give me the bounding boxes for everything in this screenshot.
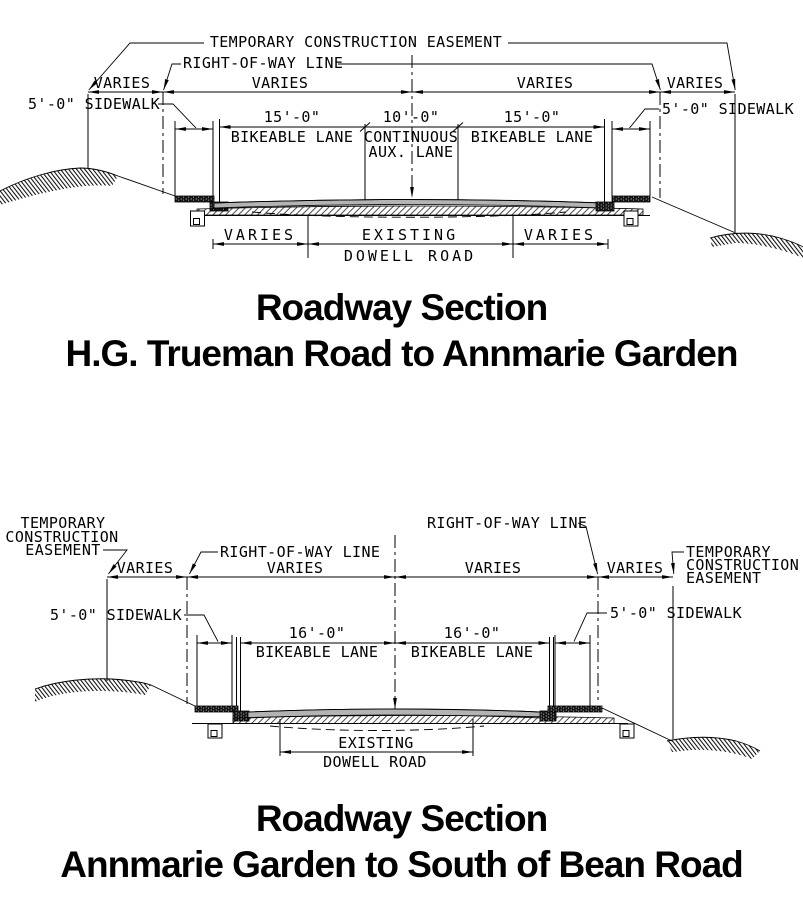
label-sidewalk-left: 5'-0" SIDEWALK — [50, 606, 182, 624]
secondary-dimension-lines — [197, 641, 590, 754]
dim-varies-4: VARIES — [667, 74, 724, 92]
sidewalk-slab-right — [547, 705, 603, 713]
curb-gutter-right — [539, 710, 557, 722]
label-dowell-road: DOWELL ROAD — [323, 753, 427, 771]
sidewalk-leader-left — [158, 103, 197, 129]
dim-varies-1: VARIES — [94, 74, 151, 92]
leader-lines — [103, 522, 684, 642]
existing-ground-right — [710, 233, 803, 258]
leader-lines — [88, 42, 736, 129]
existing-road-dashed-line — [269, 725, 485, 731]
label-dowell-road: DOWELL ROAD — [344, 247, 476, 265]
label-right-of-way-line: RIGHT-OF-WAY LINE — [183, 54, 343, 72]
diagram2-labels: TEMPORARY CONSTRUCTION EASEMENT RIGHT-OF… — [5, 514, 799, 771]
dim-varies-bottom-left: VARIES — [224, 226, 296, 244]
dim-lane-right: 16'-0" — [444, 624, 501, 642]
label-bikeable-lane-left: BIKEABLE LANE — [231, 128, 354, 146]
label-easement-right-line1: TEMPORARY — [686, 543, 771, 561]
label-right-of-way-line-right: RIGHT-OF-WAY LINE — [427, 514, 587, 532]
road-cross-section — [0, 167, 803, 258]
extension-lines — [87, 55, 736, 258]
extension-lines — [106, 535, 674, 756]
label-bikeable-lane-right: BIKEABLE LANE — [471, 128, 594, 146]
road-cross-section — [34, 678, 761, 759]
label-bikeable-lane-left: BIKEABLE LANE — [256, 643, 379, 661]
label-easement-left-line2: CONSTRUCTION — [5, 528, 118, 546]
existing-road-dashed-line — [251, 211, 567, 218]
sidewalk-leader-right — [573, 612, 607, 642]
row-leader-right — [338, 63, 661, 91]
easement-leader-right — [508, 42, 736, 91]
label-sidewalk-left: 5'-0" SIDEWALK — [28, 95, 160, 113]
label-aux-lane: AUX. LANE — [369, 143, 454, 161]
label-easement-left-line1: TEMPORARY — [21, 514, 106, 532]
sidewalk-leader-right — [629, 108, 659, 129]
row-leader-left — [163, 63, 181, 91]
roadway-section-diagram-1: TEMPORARY CONSTRUCTION EASEMENT RIGHT-OF… — [0, 33, 803, 265]
pavement-base-layer — [232, 715, 615, 724]
section-title-block-2: Roadway Section Annmarie Garden to South… — [0, 796, 803, 888]
label-existing: EXISTING — [362, 226, 458, 244]
dim-varies-2: VARIES — [252, 74, 309, 92]
label-bikeable-lane-right: BIKEABLE LANE — [411, 643, 534, 661]
dim-varies-bottom-right: VARIES — [524, 226, 596, 244]
label-easement-right-line3: EASEMENT — [686, 569, 761, 587]
slope-line-right — [651, 196, 739, 235]
easement-leader-left — [103, 549, 128, 575]
row-leader-right — [577, 522, 599, 575]
sidewalk-leader-left — [184, 614, 219, 642]
dim-lane-left: 16'-0" — [289, 624, 346, 642]
existing-ground-right — [667, 737, 760, 759]
easement-leader-left — [88, 42, 204, 91]
roadway-section-diagram-2: TEMPORARY CONSTRUCTION EASEMENT RIGHT-OF… — [5, 514, 799, 771]
label-existing: EXISTING — [338, 734, 413, 752]
slope-line-left — [117, 175, 176, 197]
dim-varies-3: VARIES — [517, 74, 574, 92]
dim-lane-right: 15'-0" — [504, 108, 561, 126]
easement-leader-right — [671, 551, 684, 575]
dim-varies-1: VARIES — [117, 559, 174, 577]
label-easement-right-line2: CONSTRUCTION — [686, 556, 799, 574]
pavement-base-layer — [196, 205, 644, 216]
pavement-surface-line — [247, 708, 541, 713]
pavement-surface-line — [213, 199, 605, 204]
dim-varies-2: VARIES — [267, 559, 324, 577]
curb-gutter-right — [595, 201, 615, 212]
label-easement-left-line3: EASEMENT — [25, 541, 100, 559]
label-sidewalk-right: 5'-0" SIDEWALK — [662, 100, 794, 118]
dim-varies-4: VARIES — [607, 559, 664, 577]
label-continuous: CONTINUOUS — [364, 128, 458, 146]
sidewalk-slab-left — [194, 705, 239, 713]
label-right-of-way-line-left: RIGHT-OF-WAY LINE — [220, 543, 380, 561]
section-title-block-1: Roadway Section H.G. Trueman Road to Ann… — [0, 285, 803, 377]
row-leader-left — [189, 551, 218, 575]
sidewalk-slab-right — [611, 195, 651, 203]
dim-lane-left: 15'-0" — [264, 108, 321, 126]
existing-ground-left — [0, 168, 118, 205]
section-subtitle: Annmarie Garden to South of Bean Road — [60, 844, 744, 885]
slope-line-left — [150, 684, 198, 708]
slope-line-right — [601, 707, 673, 742]
section-subtitle: H.G. Trueman Road to Annmarie Garden — [65, 333, 739, 374]
sidewalk-slab-left — [174, 195, 215, 203]
label-sidewalk-right: 5'-0" SIDEWALK — [610, 604, 742, 622]
existing-ground-left — [35, 678, 151, 702]
dim-lane-center: 10'-0" — [383, 108, 440, 126]
diagram1-labels: TEMPORARY CONSTRUCTION EASEMENT RIGHT-OF… — [28, 33, 794, 265]
section-title: Roadway Section — [255, 798, 548, 839]
label-temporary-construction-easement: TEMPORARY CONSTRUCTION EASEMENT — [210, 33, 502, 51]
section-title: Roadway Section — [255, 287, 548, 328]
secondary-dimension-lines — [175, 122, 650, 246]
dim-varies-3: VARIES — [465, 559, 522, 577]
